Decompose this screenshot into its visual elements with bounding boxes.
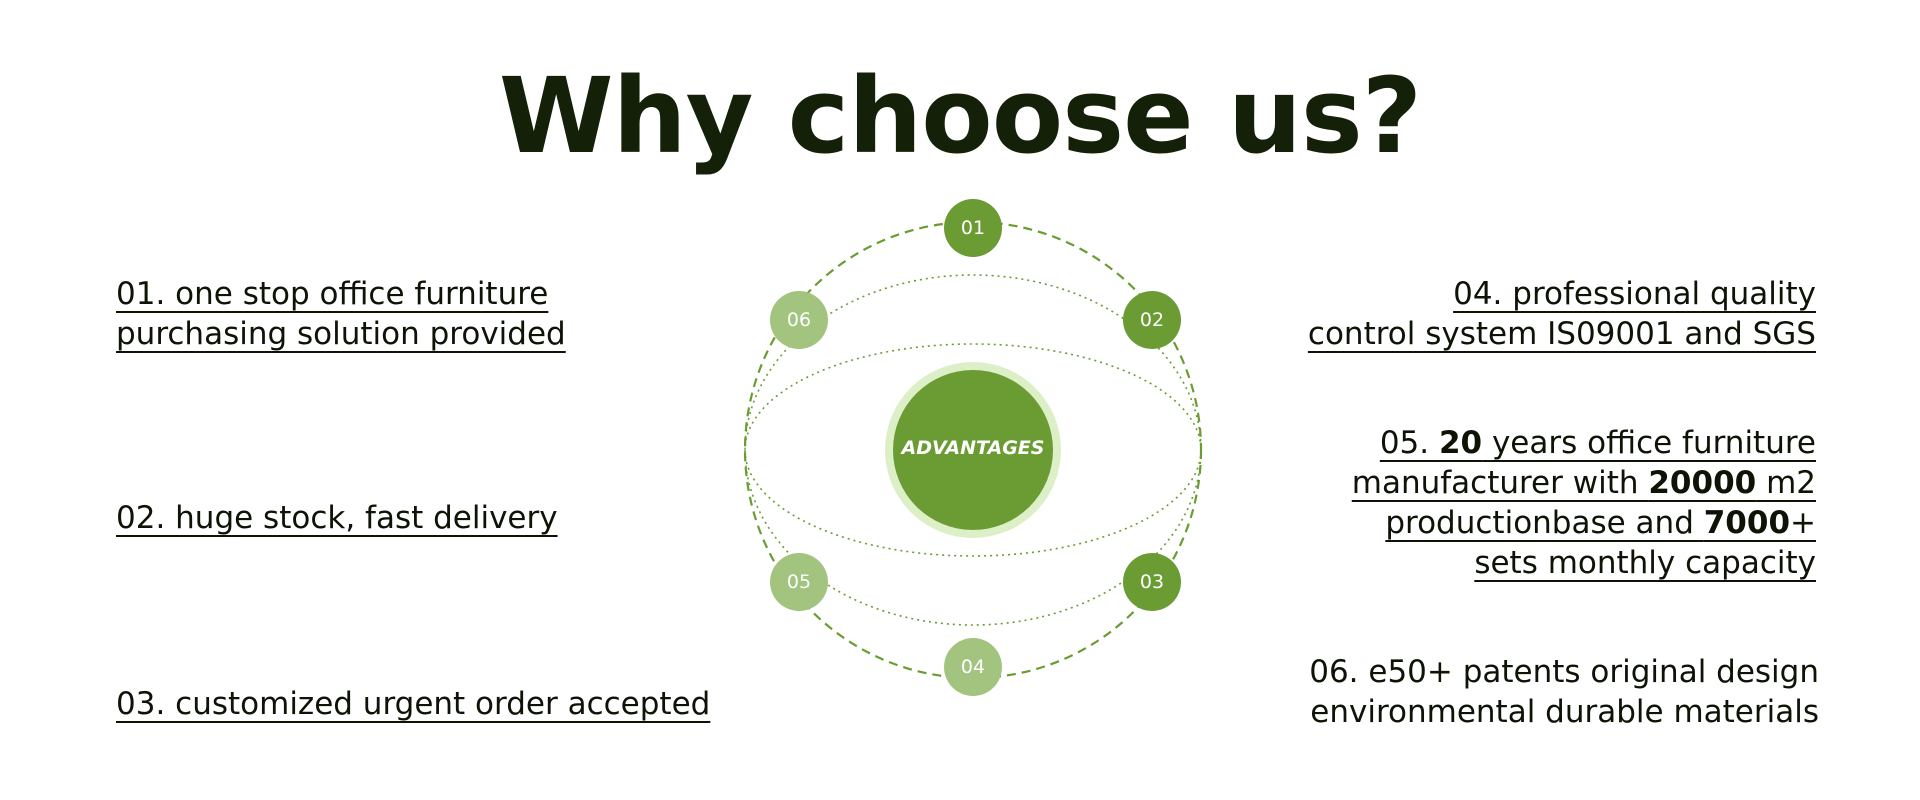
advantage-06-line-2: environmental durable materials: [1310, 694, 1819, 730]
advantage-05-text: productionbase and: [1385, 505, 1704, 541]
node-05: 05: [770, 553, 828, 611]
node-label: 03: [1140, 571, 1164, 593]
advantage-01-line-1: 01. one stop office furniture: [116, 276, 549, 312]
node-03: 03: [1123, 553, 1181, 611]
advantage-01: 01. one stop office furniture purchasing…: [116, 274, 566, 354]
node-01: 01: [944, 199, 1002, 257]
node-label: 02: [1140, 309, 1164, 331]
node-label: 04: [961, 656, 985, 678]
advantage-05-text: +: [1790, 505, 1816, 541]
advantage-05-line-4: sets monthly capacity: [1474, 545, 1816, 581]
orbit-dotted-ellipse-wide: [744, 343, 1202, 557]
advantage-04-line-1: 04. professional quality: [1453, 276, 1816, 312]
node-label: 01: [961, 217, 985, 239]
advantage-05-area-value: 20000: [1648, 465, 1757, 501]
node-04: 04: [944, 638, 1002, 696]
node-label: 06: [787, 309, 811, 331]
node-label: 05: [787, 571, 811, 593]
advantage-06-line-1: 06. e50+ patents original design: [1309, 654, 1819, 690]
advantage-05: 05. 20 years office furniture manufactur…: [1352, 423, 1816, 583]
advantage-02-line-1: 02. huge stock, fast delivery: [116, 500, 558, 536]
advantage-05-text: m2: [1756, 465, 1816, 501]
center-label: ADVANTAGES: [900, 437, 1045, 459]
advantage-05-years-value: 20: [1438, 425, 1483, 461]
center-circle: [893, 370, 1053, 530]
page-title: Why choose us?: [498, 55, 1422, 177]
advantage-02: 02. huge stock, fast delivery: [116, 498, 558, 538]
advantage-03: 03. customized urgent order accepted: [116, 684, 710, 724]
advantage-05-text: years office furniture: [1482, 425, 1816, 461]
advantage-06: 06. e50+ patents original design environ…: [1309, 652, 1819, 732]
node-02: 02: [1123, 291, 1181, 349]
node-06: 06: [770, 291, 828, 349]
advantage-05-text: manufacturer with: [1351, 465, 1649, 501]
advantage-03-line-1: 03. customized urgent order accepted: [116, 686, 711, 722]
advantage-04-line-2: control system IS09001 and SGS: [1307, 316, 1816, 352]
advantage-05-text: 05.: [1379, 425, 1439, 461]
advantage-01-line-2: purchasing solution provided: [116, 316, 566, 352]
advantage-05-capacity-value: 7000: [1703, 505, 1791, 541]
advantage-04: 04. professional quality control system …: [1308, 274, 1816, 354]
